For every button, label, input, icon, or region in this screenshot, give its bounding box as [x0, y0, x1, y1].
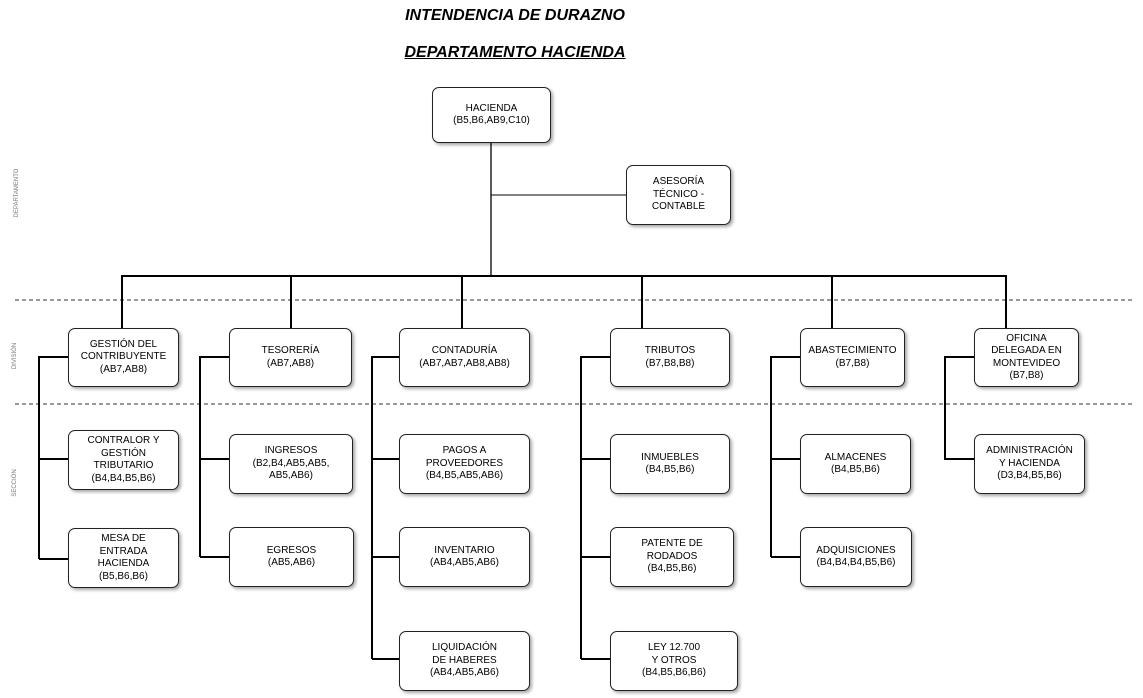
node-pagos-proveedores: PAGOS A PROVEEDORES (B4,B5,AB5,AB6) [399, 434, 530, 494]
node-oficina-montevideo: OFICINA DELEGADA EN MONTEVIDEO (B7,B8) [974, 328, 1079, 387]
node-almacenes: ALMACENES (B4,B5,B6) [800, 434, 911, 494]
node-tesoreria: TESORERÍA (AB7,AB8) [229, 328, 352, 387]
node-contaduria: CONTADURÍA (AB7,AB7,AB8,AB8) [399, 328, 530, 387]
node-tributos: TRIBUTOS (B7,B8,B8) [610, 328, 730, 387]
connector-branch-gestion [38, 356, 68, 559]
node-gestion-contribuyente: GESTIÓN DEL CONTRIBUYENTE (AB7,AB8) [68, 328, 179, 387]
node-hacienda: HACIENDA (B5,B6,AB9,C10) [432, 87, 551, 143]
node-adquisiciones: ADQUISICIONES (B4,B4,B4,B5,B6) [800, 527, 912, 587]
connector-branch-contaduria [371, 356, 399, 659]
node-liquidacion-haberes: LIQUIDACIÓN DE HABERES (AB4,AB5,AB6) [399, 631, 530, 691]
connector-branch-abastecimiento [770, 356, 800, 557]
node-abastecimiento: ABASTECIMIENTO (B7,B8) [800, 328, 905, 387]
connector-branch-tesoreria [199, 356, 229, 557]
node-patente-rodados: PATENTE DE RODADOS (B4,B5,B6) [610, 527, 734, 587]
node-mesa-entrada: MESA DE ENTRADA HACIENDA (B5,B6,B6) [68, 528, 179, 588]
node-contralor: CONTRALOR Y GESTIÓN TRIBUTARIO (B4,B4,B5… [68, 430, 179, 490]
node-inventario: INVENTARIO (AB4,AB5,AB6) [399, 527, 530, 587]
node-egresos: EGRESOS (AB5,AB6) [229, 527, 354, 587]
node-administracion-hacienda: ADMINISTRACIÓN Y HACIENDA (D3,B4,B5,B6) [974, 434, 1085, 494]
page-subtitle: DEPARTAMENTO HACIENDA [404, 44, 626, 61]
page-title: INTENDENCIA DE DURAZNO [405, 7, 625, 24]
node-ley-12700: LEY 12.700 Y OTROS (B4,B5,B6,B6) [610, 631, 738, 691]
node-asesoria: ASESORÍA TÉCNICO - CONTABLE [626, 165, 731, 225]
connector-branch-oficina [944, 356, 974, 460]
node-inmuebles: INMUEBLES (B4,B5,B6) [610, 434, 730, 494]
node-ingresos: INGRESOS (B2,B4,AB5,AB5, AB5,AB6) [229, 434, 353, 494]
connector-branch-tributos [580, 356, 610, 659]
